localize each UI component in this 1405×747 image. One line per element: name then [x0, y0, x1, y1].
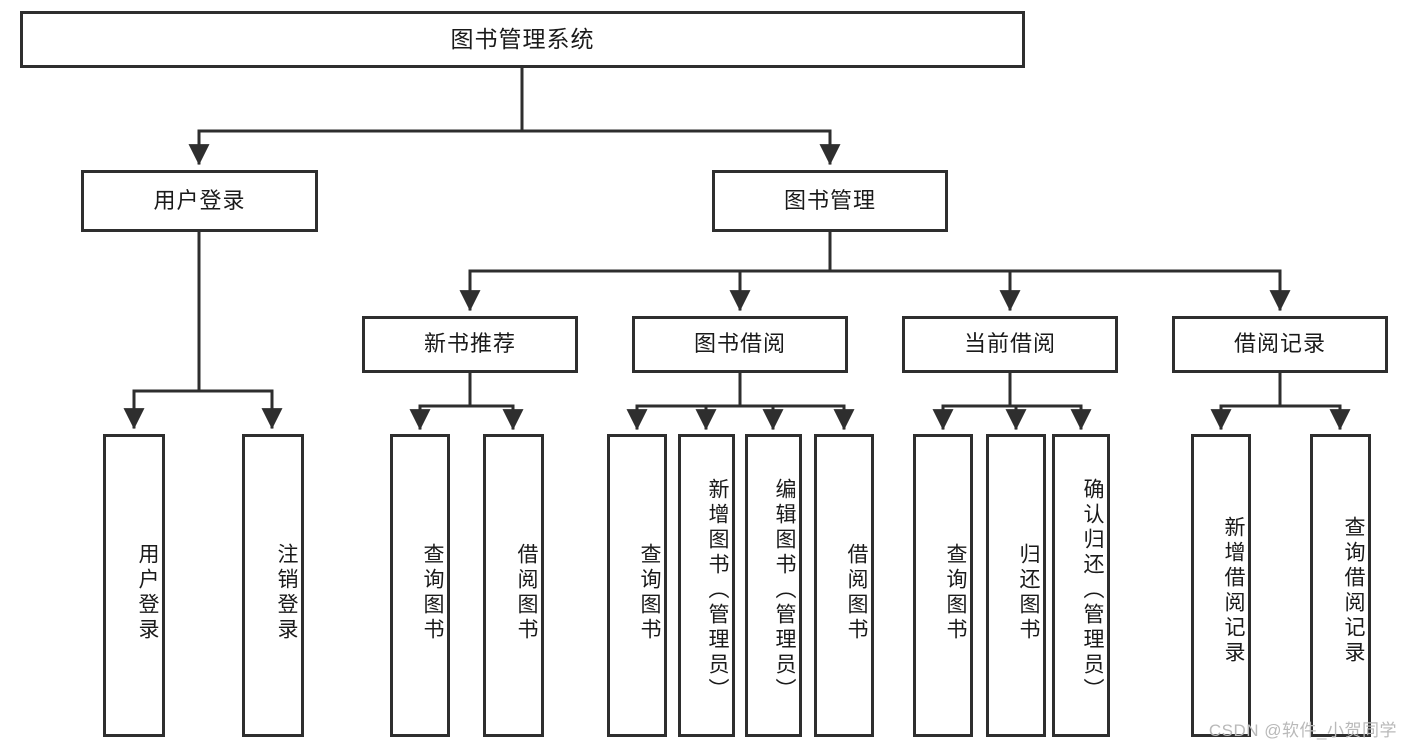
node-new-book-recommend-label: 新书推荐	[423, 331, 516, 357]
node-leaf-query-book-borrow[interactable]: 查询图书	[607, 434, 667, 737]
node-leaf-user-login[interactable]: 用户登录	[103, 434, 165, 737]
node-borrow-record-label: 借阅记录	[1233, 331, 1326, 357]
node-leaf-add-book-label: 新增图书（管理员）	[706, 478, 729, 703]
node-root[interactable]: 图书管理系统	[20, 11, 1025, 68]
node-book-borrow[interactable]: 图书借阅	[632, 316, 848, 373]
node-leaf-logout[interactable]: 注销登录	[242, 434, 304, 737]
node-leaf-user-login-label: 用户登录	[136, 542, 159, 643]
node-leaf-borrow-book-recommend[interactable]: 借阅图书	[483, 434, 544, 737]
node-current-borrow[interactable]: 当前借阅	[902, 316, 1118, 373]
node-leaf-return-book[interactable]: 归还图书	[986, 434, 1046, 737]
node-borrow-record[interactable]: 借阅记录	[1172, 316, 1388, 373]
node-leaf-borrow-book-label: 借阅图书	[845, 542, 868, 643]
node-leaf-query-book-current[interactable]: 查询图书	[913, 434, 973, 737]
node-leaf-logout-label: 注销登录	[275, 542, 298, 643]
node-leaf-confirm-return[interactable]: 确认归还（管理员）	[1052, 434, 1110, 737]
node-leaf-borrow-book[interactable]: 借阅图书	[814, 434, 874, 737]
node-user-login[interactable]: 用户登录	[81, 170, 318, 232]
node-leaf-add-borrow-record-label: 新增借阅记录	[1222, 515, 1245, 666]
node-leaf-edit-book-label: 编辑图书（管理员）	[773, 478, 796, 703]
node-leaf-confirm-return-label: 确认归还（管理员）	[1081, 478, 1104, 703]
node-root-label: 图书管理系统	[450, 25, 595, 52]
node-book-borrow-label: 图书借阅	[693, 331, 786, 357]
node-user-login-label: 用户登录	[153, 187, 246, 213]
node-leaf-borrow-book-recommend-label: 借阅图书	[515, 542, 538, 643]
node-leaf-query-book-recommend[interactable]: 查询图书	[390, 434, 450, 737]
node-leaf-query-borrow-record[interactable]: 查询借阅记录	[1310, 434, 1371, 737]
node-current-borrow-label: 当前借阅	[963, 331, 1056, 357]
node-leaf-edit-book[interactable]: 编辑图书（管理员）	[745, 434, 802, 737]
node-leaf-query-book-recommend-label: 查询图书	[421, 542, 444, 643]
node-leaf-query-borrow-record-label: 查询借阅记录	[1342, 515, 1365, 666]
node-leaf-query-book-borrow-label: 查询图书	[638, 542, 661, 643]
node-book-manage-label: 图书管理	[783, 187, 876, 213]
node-leaf-add-borrow-record[interactable]: 新增借阅记录	[1191, 434, 1251, 737]
node-new-book-recommend[interactable]: 新书推荐	[362, 316, 578, 373]
csdn-watermark: CSDN @软件_小贺同学	[1208, 721, 1397, 740]
node-leaf-add-book[interactable]: 新增图书（管理员）	[678, 434, 735, 737]
node-leaf-return-book-label: 归还图书	[1017, 542, 1040, 643]
node-book-manage[interactable]: 图书管理	[712, 170, 948, 232]
node-leaf-query-book-current-label: 查询图书	[944, 542, 967, 643]
